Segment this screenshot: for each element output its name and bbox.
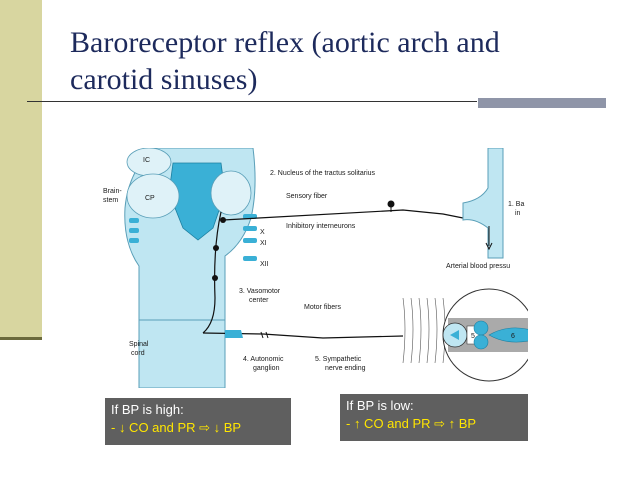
label-ganglion-1: 4. Autonomic — [243, 356, 284, 363]
nerve-ending-marker — [450, 330, 459, 340]
receptor-blob-upper — [473, 320, 489, 336]
nerve-xii-shape — [243, 256, 257, 261]
side-accent-bar — [0, 0, 42, 340]
bp-high-effect: - ↓ CO and PR ⇨ ↓ BP — [111, 420, 242, 435]
left-nerve-stub-1 — [129, 218, 139, 223]
bp-low-box: If BP is low: - ↑ CO and PR ⇨ ↑ BP — [340, 394, 528, 441]
cerebellar-peduncle-shape — [126, 173, 180, 219]
effector-shape — [488, 327, 528, 343]
label-cp: CP — [145, 195, 155, 202]
label-vasomotor-2: center — [249, 297, 269, 304]
label-spinal-2: cord — [131, 350, 145, 357]
label-brainstem-1: Brain- — [103, 188, 122, 195]
label-x: X — [260, 229, 265, 236]
right-peduncle-shape — [210, 170, 252, 216]
label-nts: 2. Nucleus of the tractus solitarius — [270, 170, 376, 177]
side-accent-underline — [0, 337, 42, 340]
interneuron-line — [202, 211, 222, 334]
label-motor-fibers: Motor fibers — [304, 304, 341, 311]
vasomotor-neuron — [212, 275, 218, 281]
bp-high-heading: If BP is high: — [111, 402, 184, 417]
label-baroreceptor-2: in — [515, 210, 521, 217]
nerve-xi-shape — [243, 238, 257, 243]
artery-shape — [462, 148, 504, 259]
left-nerve-stub-2 — [129, 228, 139, 233]
label-5: 5 — [471, 333, 475, 340]
title-line-1: Baroreceptor reflex (aortic arch and — [70, 26, 500, 59]
vessel-wall-lines — [402, 297, 446, 364]
label-brainstem-2: stem — [103, 197, 118, 204]
label-sympathetic-2: nerve ending — [325, 365, 366, 372]
label-ic: IC — [143, 157, 150, 164]
label-xii: XII — [260, 261, 269, 268]
label-spinal-1: Spinal — [129, 341, 149, 348]
ganglion-synapse — [260, 331, 269, 339]
sensory-fiber-line — [222, 209, 464, 221]
label-inhibitory: Inhibitory interneurons — [286, 223, 356, 230]
bp-low-effect: - ↑ CO and PR ⇨ ↑ BP — [346, 416, 477, 431]
left-nerve-stub-3 — [129, 238, 139, 243]
spinal-cord-shape — [138, 319, 226, 388]
label-sympathetic-1: 5. Sympathetic — [315, 356, 362, 363]
label-xi: XI — [260, 240, 267, 247]
title-line-2: carotid sinuses) — [70, 63, 258, 96]
label-baroreceptor-1: 1. Ba — [508, 201, 524, 208]
baroreceptor-diagram: IC CP Brain- stem 2. Nucleus of the trac… — [103, 148, 528, 388]
title-rule-accent — [478, 98, 606, 108]
interneuron-body — [213, 245, 219, 251]
label-ganglion-2: ganglion — [253, 365, 280, 372]
bp-low-heading: If BP is low: — [346, 398, 414, 413]
nerve-x-shape — [243, 226, 257, 231]
label-vasomotor-1: 3. Vasomotor — [239, 288, 281, 295]
label-6: 6 — [511, 333, 515, 340]
arterial-pressure-arrow — [485, 226, 493, 251]
title-rule — [27, 101, 477, 102]
spinal-nerve-root — [225, 330, 243, 338]
slide-title: Baroreceptor reflex (aortic arch and car… — [70, 24, 590, 98]
label-sensory-fiber: Sensory fiber — [286, 193, 328, 200]
nts-neuron — [220, 217, 226, 223]
bp-high-box: If BP is high: - ↓ CO and PR ⇨ ↓ BP — [105, 398, 291, 445]
receptor-blob-lower — [473, 334, 489, 350]
label-arterial-pressure: Arterial blood pressu — [446, 263, 510, 270]
